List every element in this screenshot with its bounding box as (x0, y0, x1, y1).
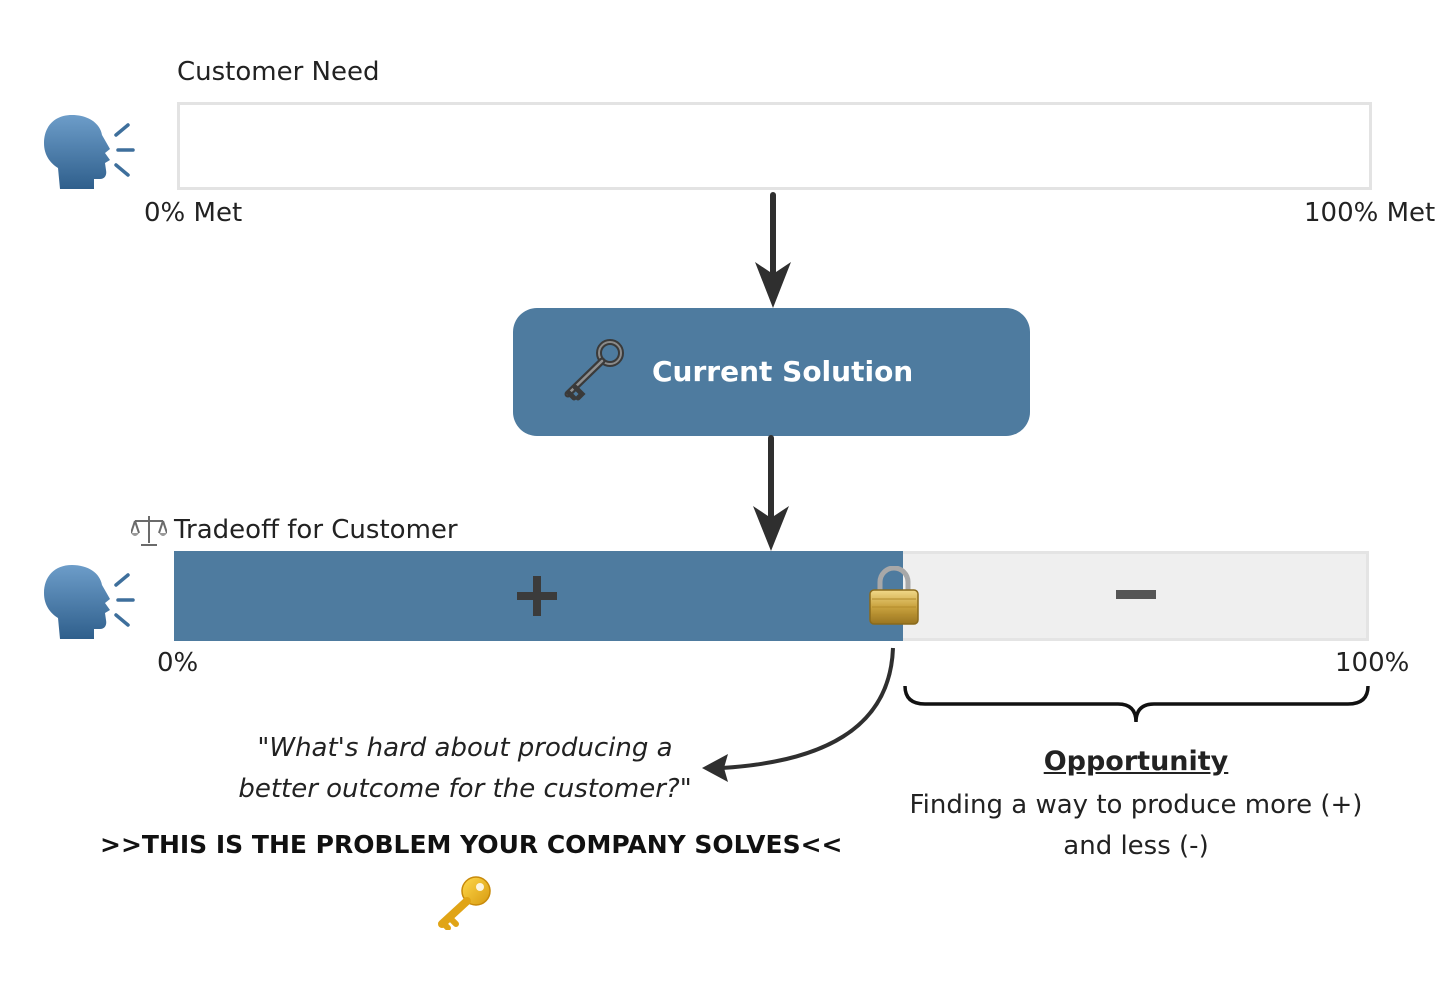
tradeoff-left-label: 0% (157, 648, 199, 678)
minus-symbol (1116, 590, 1156, 599)
plus-symbol (517, 576, 557, 616)
arrow-solution-to-tradeoff (753, 435, 789, 551)
opportunity-brace (903, 685, 1370, 723)
problem-callout: >>THIS IS THE PROBLEM YOUR COMPANY SOLVE… (100, 830, 843, 859)
opportunity-line-2: and less (-) (1063, 831, 1209, 861)
old-key-icon (564, 339, 624, 401)
arrow-lock-to-question (702, 647, 895, 782)
balance-scale-icon (131, 516, 167, 546)
key-icon (438, 876, 491, 930)
opportunity-line-1: Finding a way to produce more (+) (909, 790, 1363, 820)
tradeoff-right-label: 100% (1335, 648, 1410, 678)
need-right-label: 100% Met (1304, 198, 1436, 228)
speaking-head-icon (44, 565, 135, 639)
customer-need-title: Customer Need (177, 57, 380, 87)
opportunity-title: Opportunity (1043, 746, 1229, 777)
question-line-2: better outcome for the customer?" (238, 774, 692, 804)
question-line-1: "What's hard about producing a (257, 733, 673, 763)
tradeoff-title: Tradeoff for Customer (174, 515, 458, 545)
current-solution-box (513, 308, 1030, 436)
need-left-label: 0% Met (144, 198, 243, 228)
speaking-head-icon (44, 115, 135, 189)
lock-icon (869, 566, 919, 625)
current-solution-label: Current Solution (652, 355, 914, 388)
customer-need-bar (177, 102, 1372, 190)
arrow-need-to-solution (755, 192, 791, 308)
